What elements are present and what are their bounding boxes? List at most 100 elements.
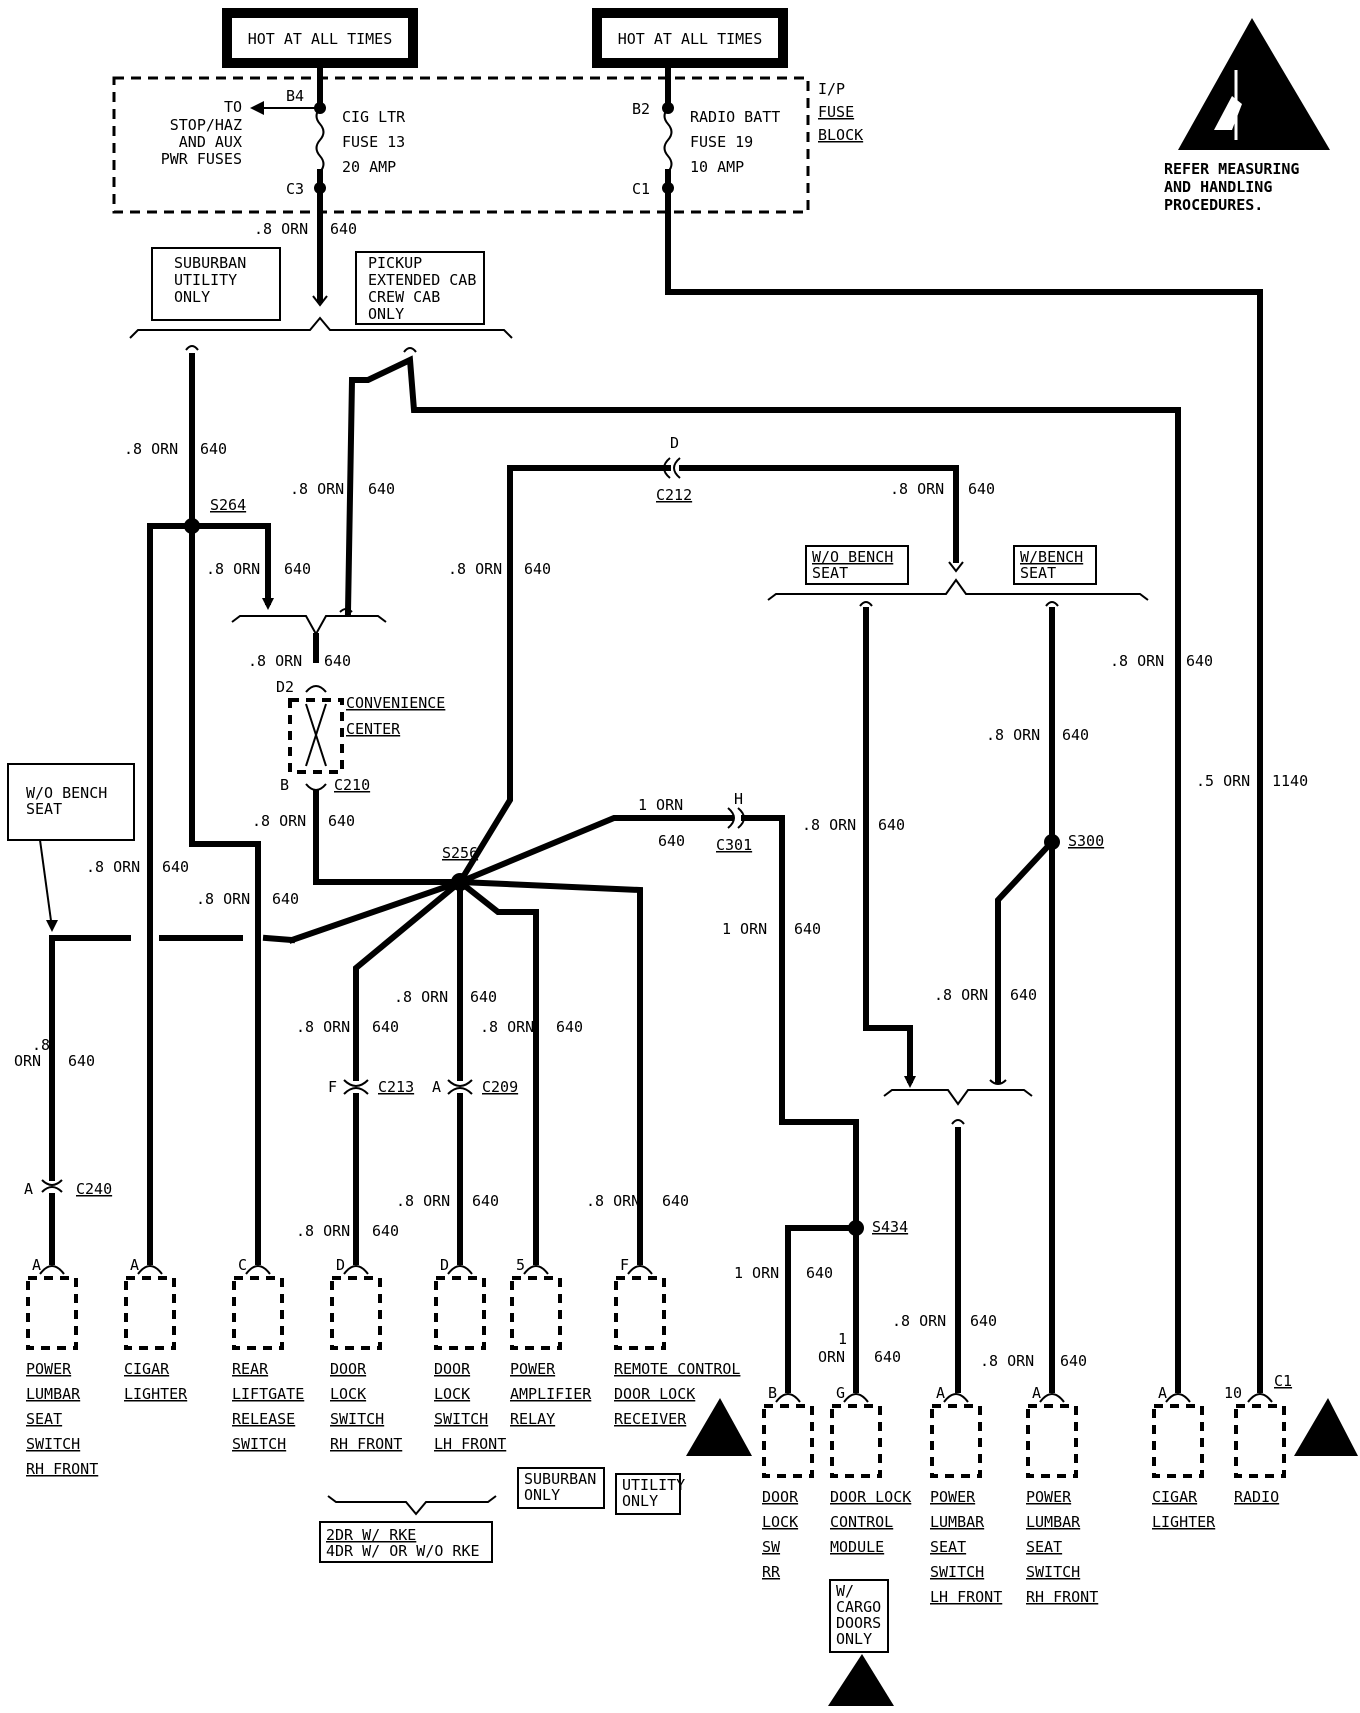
note-suburban-only-2: ONLY xyxy=(524,1486,560,1504)
note-suburban-3: ONLY xyxy=(174,288,210,306)
component-label: RELAY xyxy=(510,1410,555,1428)
to-text-3: AND AUX xyxy=(179,133,242,151)
component-pin: A xyxy=(130,1256,139,1274)
wire-label-circuit: 640 xyxy=(970,1312,997,1330)
component-label: SEAT xyxy=(1026,1538,1062,1556)
note-wo-bench-2: SEAT xyxy=(812,564,848,582)
component-pin: B xyxy=(768,1384,777,1402)
component-pin: 5 xyxy=(516,1256,525,1274)
note-wo-bench-left-2: SEAT xyxy=(26,800,62,818)
connector-c212-label: C212 xyxy=(656,486,692,504)
component-pin: C xyxy=(238,1256,247,1274)
component-label: LOCK xyxy=(762,1513,798,1531)
fuse-block-label-1: I/P xyxy=(818,80,845,98)
component-label: RECEIVER xyxy=(614,1410,687,1428)
splice-s434-label: S434 xyxy=(872,1218,908,1236)
component-box xyxy=(614,1276,666,1350)
wire-label-size: .8 ORN xyxy=(892,1312,946,1330)
component-box xyxy=(330,1276,382,1350)
wire-label-circuit: 640 xyxy=(284,560,311,578)
esd-warning-icon xyxy=(1178,18,1330,150)
wire-label-size: .8 ORN xyxy=(396,1192,450,1210)
component-label: SWITCH xyxy=(232,1435,286,1453)
wire-label-circuit: 640 xyxy=(874,1348,901,1366)
note-suburban-2: UTILITY xyxy=(174,271,237,289)
hot-label-2: HOT AT ALL TIMES xyxy=(618,30,763,48)
component-box xyxy=(232,1276,284,1350)
component-label: DOOR xyxy=(330,1360,367,1378)
component-label: RH FRONT xyxy=(26,1460,98,1478)
component-label: SEAT xyxy=(930,1538,966,1556)
wire-label-size: .8 ORN xyxy=(986,726,1040,744)
component-label: LIFTGATE xyxy=(232,1385,304,1403)
component-pin: 10 xyxy=(1224,1384,1242,1402)
fuse-19-name: RADIO BATT xyxy=(690,108,780,126)
note-box-suburban xyxy=(151,247,281,321)
wire-label-circuit: 640 xyxy=(662,1192,689,1210)
component-box xyxy=(124,1276,176,1350)
wire-label-size: .8 ORN xyxy=(480,1018,534,1036)
component-box xyxy=(26,1276,78,1350)
component-pin: D xyxy=(336,1256,345,1274)
hot-box-2: HOT AT ALL TIMES xyxy=(592,8,788,68)
connector-c209-pin: A xyxy=(432,1078,441,1096)
note-box-utility-only xyxy=(615,1473,681,1515)
hot-label-1: HOT AT ALL TIMES xyxy=(248,30,393,48)
connector-c240-label: C240 xyxy=(76,1180,112,1198)
wire-label-size: .8 ORN xyxy=(290,480,344,498)
fuse-13-amp: 20 AMP xyxy=(342,158,396,176)
fuse-13-name: CIG LTR xyxy=(342,108,406,126)
to-text-4: PWR FUSES xyxy=(161,150,242,168)
component-label: DOOR LOCK xyxy=(830,1488,911,1506)
fuse-19-fuse: FUSE 19 xyxy=(690,133,753,151)
splice-s300-label: S300 xyxy=(1068,832,1104,850)
wire-label-size: .8 ORN xyxy=(296,1018,350,1036)
component-pin: G xyxy=(836,1384,845,1402)
hot-box-1: HOT AT ALL TIMES xyxy=(222,8,418,68)
esd-icon-small-3 xyxy=(828,1654,894,1706)
component-box xyxy=(1026,1404,1078,1478)
fuse-19-in-pin: B2 xyxy=(632,100,650,118)
note-box-w-bench xyxy=(1013,545,1097,585)
fuse-13-symbol xyxy=(315,107,325,173)
radio-wire-circuit: 1140 xyxy=(1272,772,1308,790)
component-box xyxy=(434,1276,486,1350)
component-label: SWITCH xyxy=(1026,1563,1080,1581)
component-box xyxy=(762,1404,814,1478)
wire-label-size: .8 ORN xyxy=(802,816,856,834)
wire-label-circuit: 640 xyxy=(806,1264,833,1282)
note-pickup-2: EXTENDED CAB xyxy=(368,271,476,289)
esd-text-3: PROCEDURES. xyxy=(1164,196,1263,214)
note-wo-bench-1: W/O BENCH xyxy=(812,548,893,566)
wire-label-circuit: 640 xyxy=(1062,726,1089,744)
connector-c212-pin: D xyxy=(670,434,679,452)
component-label: RR xyxy=(762,1563,781,1581)
component-box xyxy=(1234,1404,1286,1478)
connector-c301-label: C301 xyxy=(716,836,752,854)
wire-label-size: .8 ORN xyxy=(296,1222,350,1240)
wire-label-circuit: 640 xyxy=(658,832,685,850)
wire-label-8: .8 xyxy=(32,1036,50,1054)
wire-label-size: .8 ORN xyxy=(254,220,308,238)
connector-c213-label: C213 xyxy=(378,1078,414,1096)
note-box-cargo xyxy=(829,1579,889,1653)
component-pin: A xyxy=(936,1384,945,1402)
fuse-block-label-2: FUSE xyxy=(818,103,854,121)
component-label: DOOR LOCK xyxy=(614,1385,695,1403)
note-cargo-2: CARGO xyxy=(836,1598,881,1616)
to-text-1: TO xyxy=(224,98,242,116)
component-label: SWITCH xyxy=(434,1410,488,1428)
wire-label-circuit: 640 xyxy=(556,1018,583,1036)
component-pin: A xyxy=(1032,1384,1041,1402)
wire-label-size: .8 ORN xyxy=(934,986,988,1004)
wire-label-circuit: 640 xyxy=(162,858,189,876)
note-pickup-4: ONLY xyxy=(368,305,404,323)
note-cargo-4: ONLY xyxy=(836,1630,872,1648)
